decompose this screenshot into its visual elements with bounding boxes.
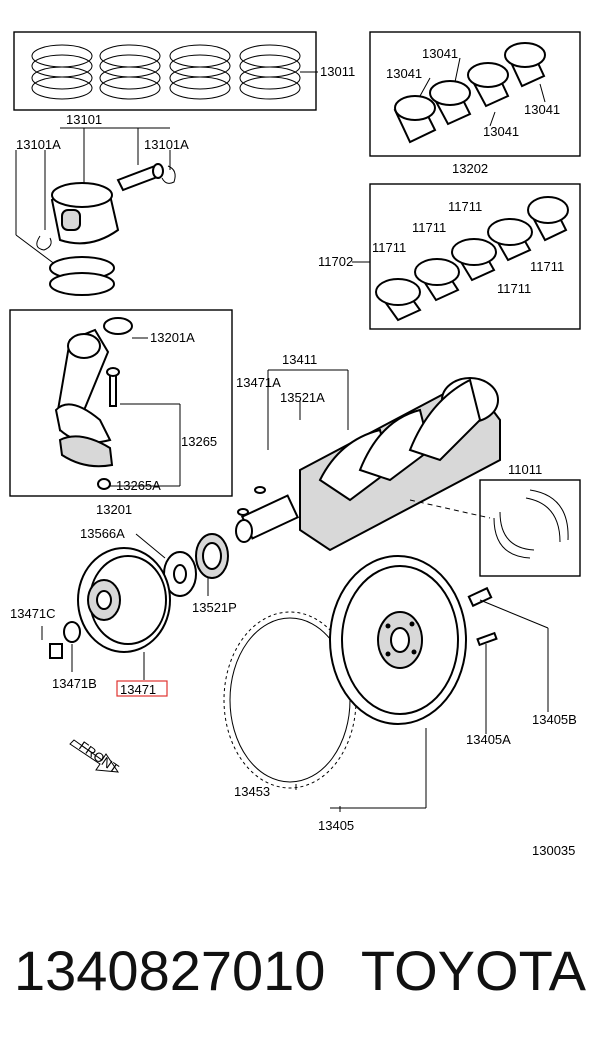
label-13471: 13471: [120, 682, 156, 697]
label-13471C: 13471C: [10, 606, 56, 621]
piston-assembly: [15, 127, 176, 296]
label-13041-d: 13041: [524, 102, 560, 117]
label-13041-b: 13041: [386, 66, 422, 81]
label-11702: 11702: [318, 254, 353, 269]
label-13041-c: 13041: [483, 124, 519, 139]
rod-bearing-set: [369, 31, 581, 157]
label-13453: 13453: [234, 784, 270, 799]
label-11711-a: 11711: [448, 199, 482, 214]
label-13041-a: 13041: [422, 46, 458, 61]
label-13471A: 13471A: [236, 375, 281, 390]
label-11711-d: 11711: [530, 259, 564, 274]
brand-name: TOYOTA: [360, 939, 586, 1002]
front-direction-arrow: FRONT: [69, 738, 122, 776]
piston-ring-set: [13, 31, 318, 111]
label-13265A: 13265A: [116, 478, 161, 493]
label-13405: 13405: [318, 818, 354, 833]
label-13405B: 13405B: [532, 712, 577, 727]
flywheel: [329, 555, 549, 812]
label-13202: 13202: [452, 161, 488, 176]
crankshaft: [235, 369, 501, 552]
label-13101: 13101: [66, 112, 102, 127]
label-13521A: 13521A: [280, 390, 325, 405]
label-13101A-left: 13101A: [16, 137, 61, 152]
label-13201A: 13201A: [150, 330, 195, 345]
label-11711-e: 11711: [497, 281, 531, 296]
label-13521P: 13521P: [192, 600, 237, 615]
crank-pulley-group: [41, 533, 229, 680]
highlight-box-13471: [116, 680, 168, 697]
label-13011: 13011: [320, 64, 355, 79]
label-13265: 13265: [181, 434, 217, 449]
label-13471B: 13471B: [52, 676, 97, 691]
thrust-washer-set: [479, 479, 581, 577]
connecting-rod-assembly: [9, 309, 233, 497]
label-13566A: 13566A: [80, 526, 125, 541]
label-13101A-right: 13101A: [144, 137, 189, 152]
label-130035: 130035: [532, 843, 575, 858]
label-11711-c: 11711: [372, 240, 406, 255]
label-13201: 13201: [96, 502, 132, 517]
main-bearing-set: [352, 183, 581, 330]
label-11711-b: 11711: [412, 220, 446, 235]
part-number: 1340827010: [14, 939, 326, 1002]
label-11011: 11011: [508, 462, 542, 477]
label-13411: 13411: [282, 352, 317, 367]
label-13405A: 13405A: [466, 732, 511, 747]
